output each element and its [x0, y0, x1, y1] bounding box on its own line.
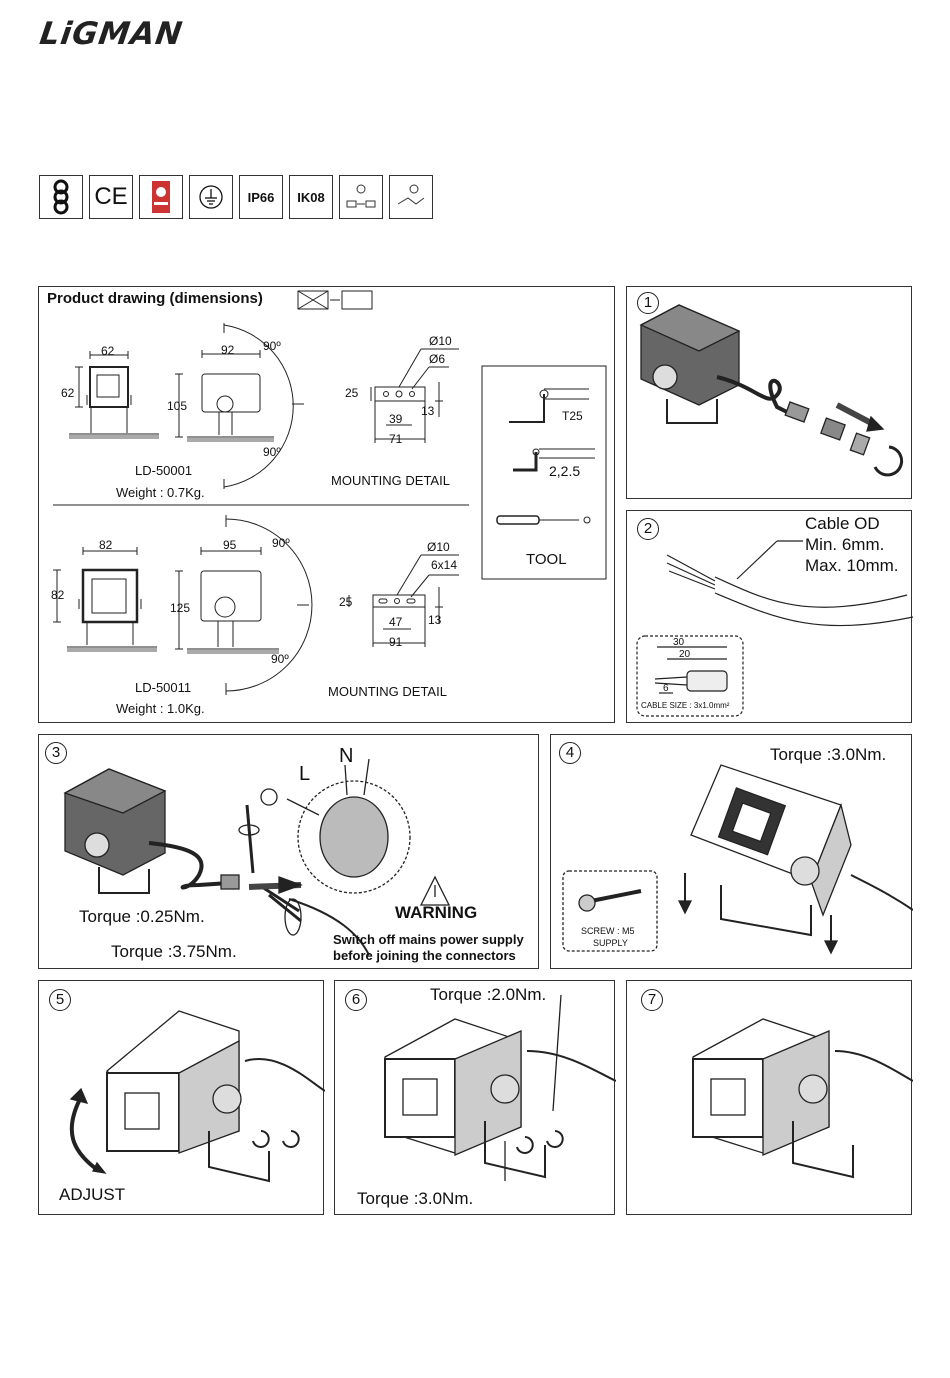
step-1-illustration: [639, 304, 904, 477]
ce-mark: CE: [89, 175, 133, 219]
cable-size-note: CABLE SIZE : 3x1.0mm²: [641, 701, 730, 710]
step-1-panel: 1: [626, 286, 912, 499]
screw-size: SCREW : M5: [581, 926, 635, 936]
step-number: 4: [559, 742, 581, 764]
model-b-weight: Weight : 1.0Kg.: [116, 701, 205, 716]
connector-wiring-icon: [389, 175, 433, 219]
certification-strip: CE IP66 IK08: [39, 175, 433, 221]
mount-b-label: MOUNTING DETAIL: [328, 684, 447, 699]
step-number: 2: [637, 518, 659, 540]
mount-b-c2: 91: [389, 635, 403, 649]
strip-length-30: 30: [673, 637, 685, 648]
step-3-panel: 3 N L Torque :0.25Nm. Torque :3.75Nm. WA…: [38, 734, 539, 969]
screw-supply: SUPPLY: [593, 938, 628, 948]
dimension-drawings: [53, 290, 607, 695]
mount-a-h: 25: [345, 386, 359, 400]
step-6-panel: 6 Torque :2.0Nm. Torque :3.0Nm.: [334, 980, 616, 1215]
step-5-illustration: [69, 1010, 325, 1183]
mount-b-hole: Ø10: [427, 540, 450, 554]
model-b-code: LD-50011: [135, 680, 192, 695]
mount-b-r: 13: [428, 613, 442, 627]
model-a-angle-bottom: 90º: [263, 445, 281, 459]
model-b-angle-bottom: 90º: [271, 652, 289, 666]
step-4-panel: 4 Torque :3.0Nm. SCREW : M5 SUPPLY: [550, 734, 913, 969]
earth-ground-icon: [189, 175, 233, 219]
neutral-label: N: [339, 745, 354, 767]
model-a-width: 62: [101, 344, 115, 358]
tool-t25: T25: [562, 409, 583, 423]
brand-logo: LiGMAN: [37, 16, 186, 52]
torque-bracket: Torque :3.0Nm.: [770, 745, 887, 764]
torque-terminal: Torque :0.25Nm.: [79, 907, 205, 926]
tool-label: TOOL: [526, 551, 567, 568]
mount-a-hole: Ø10: [429, 334, 452, 348]
step-3-illustration: [63, 758, 451, 956]
warning-line2: before joining the connectors: [333, 948, 516, 963]
step-7-illustration: [692, 1018, 913, 1179]
step-number: 3: [45, 742, 67, 764]
model-b-height: 82: [51, 588, 65, 602]
warning-line1: Switch off mains power supply: [333, 932, 524, 947]
model-a-code: LD-50001: [135, 463, 193, 478]
step-2-illustration: [636, 540, 913, 717]
adjust-label: ADJUST: [59, 1185, 126, 1204]
mount-a-slot: Ø6: [429, 352, 446, 366]
torque-bottom: Torque :3.0Nm.: [357, 1189, 474, 1208]
step-number: 6: [345, 989, 367, 1011]
model-a-depth: 92: [221, 343, 235, 357]
model-a-angle-top: 90º: [263, 339, 281, 353]
mount-a-label: MOUNTING DETAIL: [331, 473, 450, 488]
torque-top: Torque :2.0Nm.: [430, 985, 547, 1004]
cable-od-line2: Min. 6mm.: [805, 535, 885, 554]
cable-od-line1: Cable OD: [805, 514, 880, 533]
strip-length-6: 6: [663, 683, 669, 694]
step-number: 7: [641, 989, 663, 1011]
drawing-title: Product drawing (dimensions): [47, 290, 263, 307]
model-b-depth: 95: [223, 538, 237, 552]
class-ii-chain-icon: [39, 175, 83, 219]
step-6-illustration: [384, 994, 616, 1181]
model-b-angle-top: 90º: [272, 536, 290, 550]
step-4-illustration: [562, 764, 913, 955]
warning-title: WARNING: [395, 903, 478, 922]
step-2-panel: 2 Cable OD Min. 6mm. Max. 10mm. 30 20 6 …: [626, 510, 913, 723]
model-a-height: 62: [61, 386, 75, 400]
model-b-width: 82: [99, 538, 113, 552]
mount-b-h: 25: [339, 595, 353, 609]
live-label: L: [299, 763, 311, 785]
product-drawing-panel: Product drawing (dimensions) 62 62 92 10…: [38, 286, 615, 723]
model-b-body-height: 125: [170, 601, 191, 615]
ik08-badge: IK08: [289, 175, 333, 219]
tool-hex: 2,2.5: [549, 463, 581, 479]
torque-gland: Torque :3.75Nm.: [111, 942, 237, 961]
mount-a-c2: 71: [389, 432, 403, 446]
step-5-panel: 5 ADJUST: [38, 980, 325, 1215]
mount-b-c1: 47: [389, 615, 403, 629]
step-7-panel: 7: [626, 980, 913, 1215]
connector-voltage-icon: [339, 175, 383, 219]
cable-od-line3: Max. 10mm.: [805, 556, 899, 575]
step-number: 5: [49, 989, 71, 1011]
mount-b-slot: 6x14: [431, 558, 458, 572]
step-number: 1: [637, 292, 659, 314]
model-a-body-height: 105: [167, 399, 188, 413]
qualifications-badge-icon: [139, 175, 183, 219]
strip-length-20: 20: [679, 649, 691, 660]
mount-a-c1: 39: [389, 412, 403, 426]
model-a-weight: Weight : 0.7Kg.: [116, 485, 205, 500]
mount-a-r: 13: [421, 404, 435, 418]
ip66-badge: IP66: [239, 175, 283, 219]
